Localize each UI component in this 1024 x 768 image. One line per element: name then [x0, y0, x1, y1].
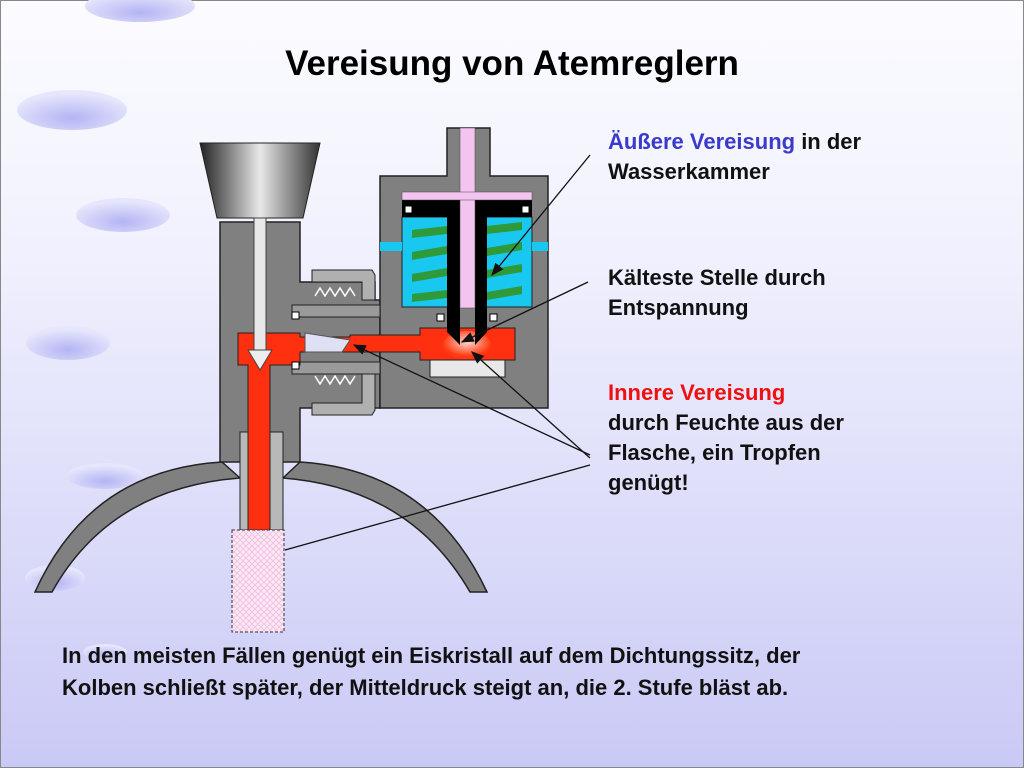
outer-icing-line2: Wasserkammer: [608, 159, 770, 184]
inner-icing-line2: durch Feuchte aus der: [608, 410, 844, 435]
pink-stem: [459, 127, 476, 309]
inner-icing-line4: genügt!: [608, 470, 689, 495]
slide-title: Vereisung von Atemreglern: [285, 44, 739, 83]
valve-seat: [304, 332, 351, 353]
valve-rod: [253, 217, 267, 354]
label-outer-icing: Äußere Vereisung in der Wasserkammer: [608, 127, 861, 187]
yoke-arc: [33, 461, 489, 593]
spring: [412, 222, 522, 302]
label-inner-icing: Innere Vereisung durch Feuchte aus der F…: [608, 378, 844, 498]
outer-icing-rest: in der: [795, 129, 862, 154]
filter: [231, 529, 285, 633]
pointer-lines: [284, 154, 591, 551]
background-bubbles: [17, 0, 195, 660]
inner-icing-line3: Flasche, ein Tropfen: [608, 440, 821, 465]
footer-line1: In den meisten Fällen genügt ein Eiskris…: [62, 643, 801, 668]
footer-text: In den meisten Fällen genügt ein Eiskris…: [62, 640, 800, 704]
nut-top: [311, 269, 376, 301]
label-coldest-point: Kälteste Stelle durch Entspannung: [608, 263, 826, 323]
coldest-line2: Entspannung: [608, 295, 749, 320]
inner-icing-highlight: Innere Vereisung: [608, 380, 786, 405]
piston: [402, 200, 532, 345]
outer-icing-highlight: Äußere Vereisung: [608, 129, 796, 154]
footer-line2: Kolben schließt später, der Mitteldruck …: [62, 675, 789, 700]
coldest-line1: Kälteste Stelle durch: [608, 265, 826, 290]
valve-knob: [199, 142, 321, 219]
